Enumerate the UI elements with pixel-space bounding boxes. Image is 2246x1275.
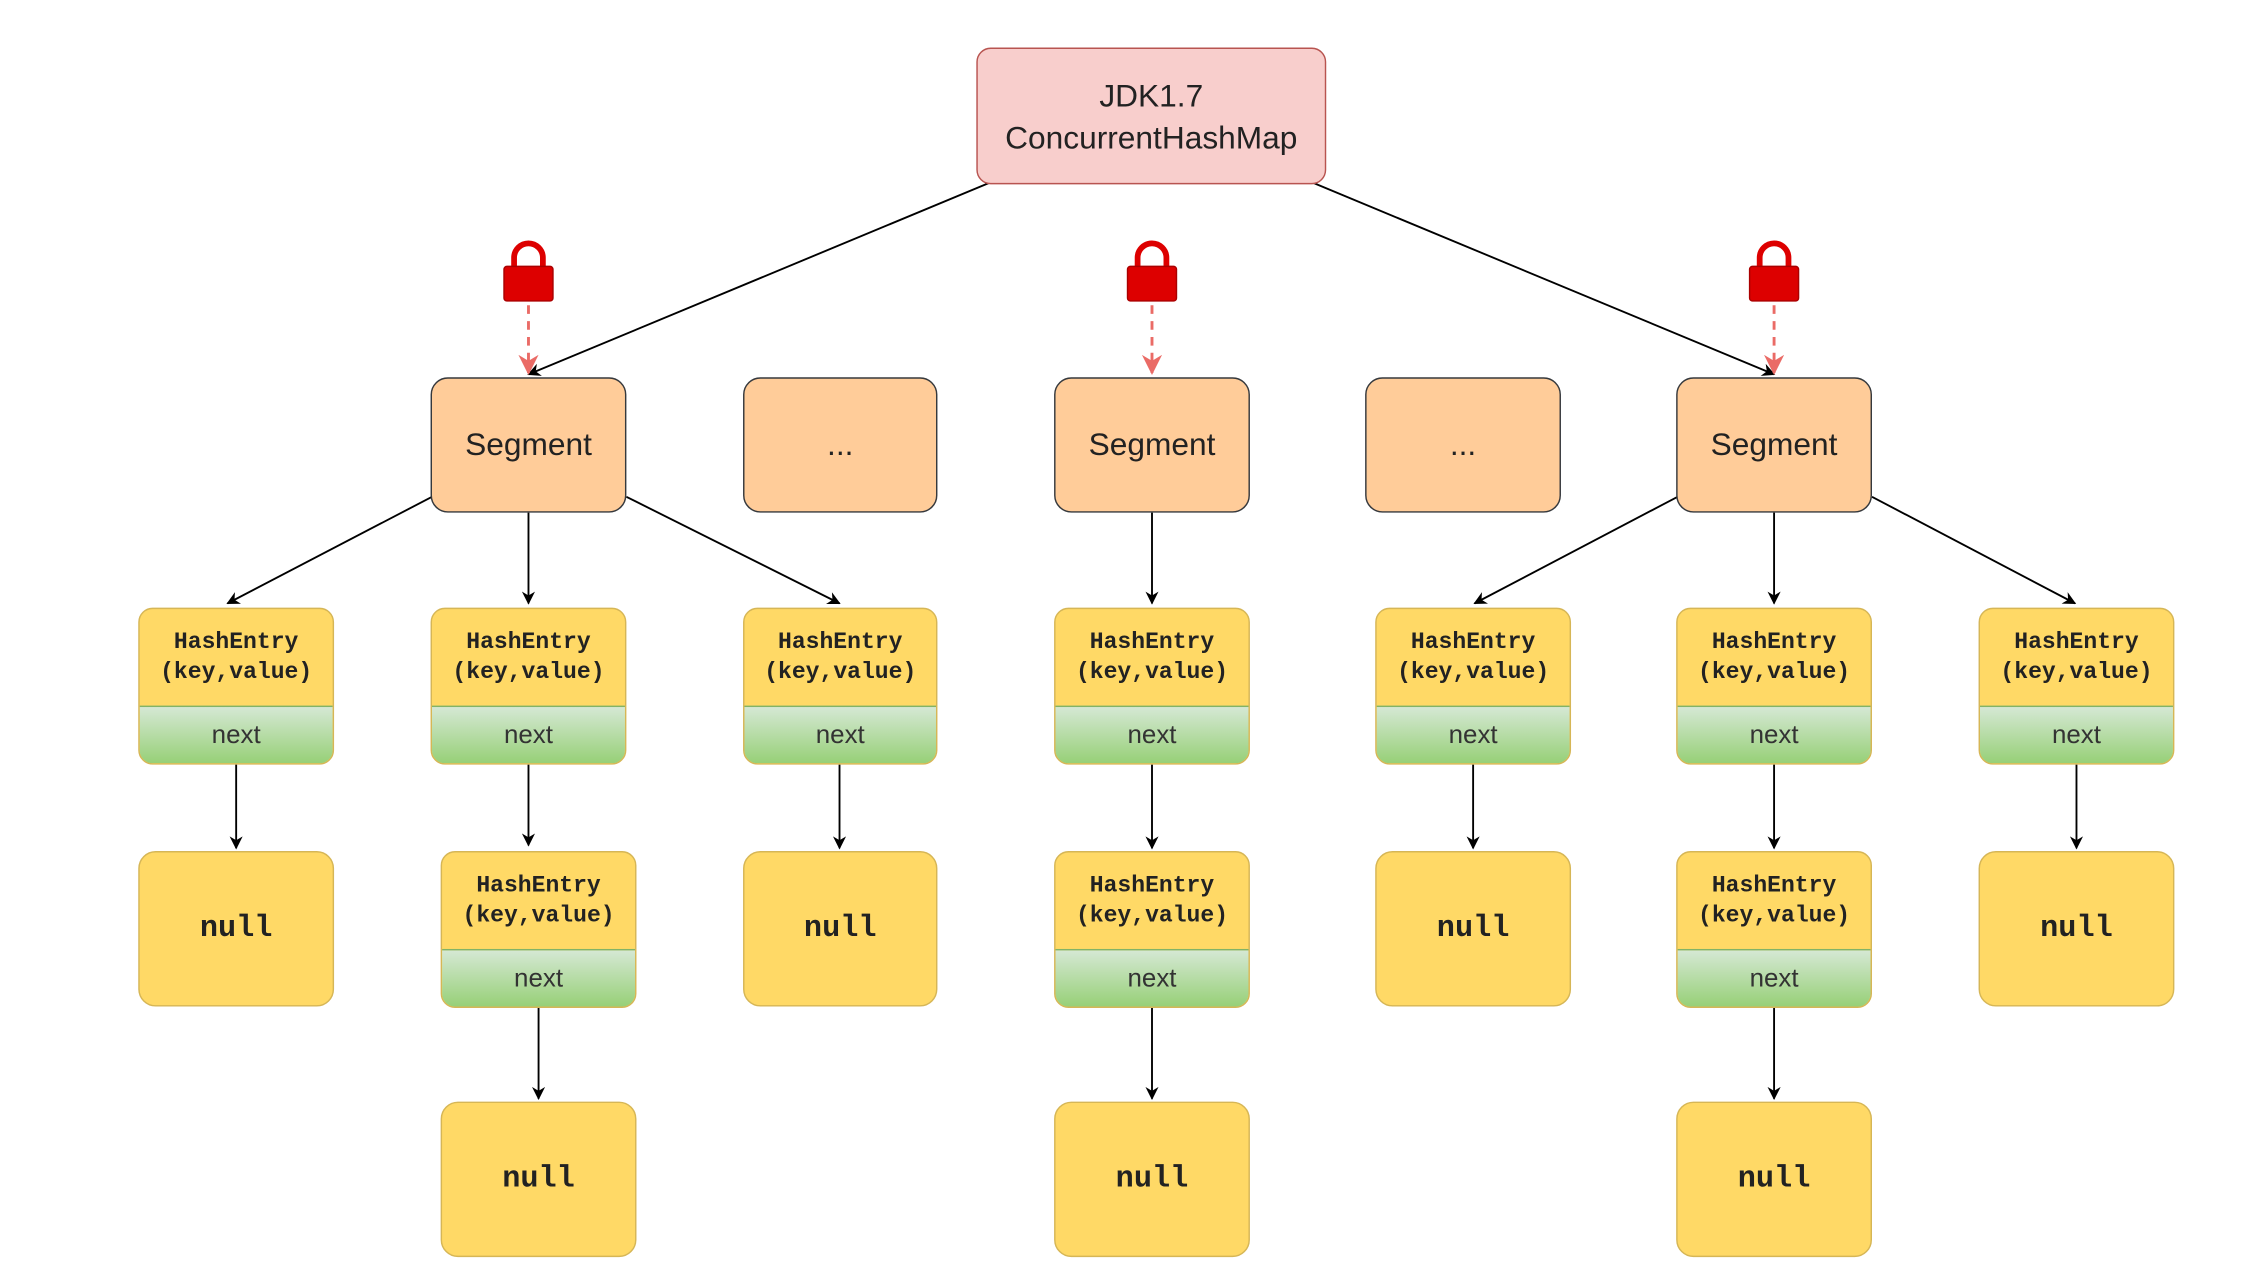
hashentry-title: HashEntry — [1410, 628, 1536, 655]
hashentry-node: HashEntry (key,value) next — [138, 607, 335, 765]
edge-seg1-entry-3 — [625, 495, 841, 605]
hashentry-key-value: (key,value) — [452, 658, 605, 685]
hashentry-next: next — [1055, 705, 1249, 764]
hashentry-next: next — [139, 705, 333, 764]
null-node: null — [743, 851, 938, 1007]
hashentry-key-value: (key,value) — [160, 658, 313, 685]
hashentry-key-value: (key,value) — [2000, 658, 2153, 685]
lock-icon — [1748, 240, 1800, 302]
edge-seg3-entry-5 — [1473, 495, 1679, 605]
hashentry-next: next — [442, 948, 636, 1007]
hashentry-key-value: (key,value) — [1075, 902, 1229, 929]
null-node: null — [1054, 1101, 1250, 1258]
hashentry-node: HashEntry (key,value) next — [1054, 851, 1250, 1009]
hashentry-kv: HashEntry (key,value) — [1678, 609, 1871, 705]
hashentry-next: next — [1980, 705, 2173, 764]
hashentry-key-value: (key,value) — [1698, 658, 1851, 685]
edge-root-segment-3 — [1312, 182, 1776, 376]
hashentry-node: HashEntry (key,value) next — [1054, 607, 1250, 765]
edge-seg1-entry-1 — [226, 495, 433, 605]
hashentry-node: HashEntry (key,value) next — [743, 607, 938, 765]
root-title-line1: JDK1.7 — [1099, 77, 1204, 114]
hashentry-next: next — [1677, 705, 1871, 764]
null-node: null — [1676, 1101, 1873, 1258]
lock-icon — [503, 240, 554, 302]
segment-node: Segment — [1054, 377, 1250, 513]
hashentry-next: next — [1376, 705, 1570, 764]
hashentry-node: HashEntry (key,value) next — [440, 851, 637, 1009]
hashentry-next: next — [744, 705, 937, 764]
hashentry-key-value: (key,value) — [1075, 658, 1229, 685]
hashentry-next: next — [1055, 948, 1249, 1007]
hashentry-kv: HashEntry (key,value) — [140, 609, 333, 705]
hashentry-kv: HashEntry (key,value) — [442, 852, 635, 948]
hashentry-kv: HashEntry (key,value) — [1678, 852, 1871, 948]
hashentry-title: HashEntry — [1089, 871, 1215, 898]
hashentry-key-value: (key,value) — [1698, 902, 1851, 929]
hashentry-title: HashEntry — [466, 628, 591, 655]
hashentry-next: next — [432, 705, 625, 764]
hashentry-node: HashEntry (key,value) next — [1676, 851, 1873, 1009]
hashentry-title: HashEntry — [1711, 871, 1837, 898]
hashentry-key-value: (key,value) — [1397, 658, 1550, 685]
root-concurrenthashmap: JDK1.7 ConcurrentHashMap — [976, 47, 1327, 185]
root-title-line2: ConcurrentHashMap — [1005, 118, 1298, 155]
hashentry-node: HashEntry (key,value) next — [1375, 607, 1572, 765]
hashentry-kv: HashEntry (key,value) — [1056, 609, 1249, 705]
edge-seg3-entry-7 — [1871, 495, 2077, 605]
null-node: null — [440, 1101, 637, 1258]
segment-node: Segment — [1676, 377, 1873, 513]
hashentry-title: HashEntry — [778, 628, 903, 655]
hashentry-key-value: (key,value) — [462, 902, 615, 929]
hashentry-kv: HashEntry (key,value) — [1980, 609, 2173, 705]
hashentry-key-value: (key,value) — [764, 658, 917, 685]
edge-root-segment-1 — [527, 182, 990, 376]
lock-icon — [1126, 240, 1178, 302]
hashentry-kv: HashEntry (key,value) — [1377, 609, 1570, 705]
null-node: null — [1375, 851, 1572, 1007]
hashentry-kv: HashEntry (key,value) — [1056, 852, 1249, 948]
hashentry-title: HashEntry — [1089, 628, 1215, 655]
hashentry-kv: HashEntry (key,value) — [432, 609, 625, 705]
null-node: null — [1978, 851, 2175, 1007]
segment-ellipsis: ... — [1365, 377, 1561, 513]
segment-ellipsis: ... — [743, 377, 938, 513]
hashentry-title: HashEntry — [173, 628, 299, 655]
hashentry-title: HashEntry — [2014, 628, 2139, 655]
null-node: null — [138, 851, 335, 1007]
hashentry-next: next — [1677, 948, 1871, 1007]
hashentry-title: HashEntry — [1711, 628, 1837, 655]
hashentry-node: HashEntry (key,value) next — [1676, 607, 1873, 765]
hashentry-title: HashEntry — [476, 871, 601, 898]
hashentry-kv: HashEntry (key,value) — [744, 609, 936, 705]
hashentry-node: HashEntry (key,value) next — [430, 607, 627, 765]
segment-node: Segment — [430, 377, 627, 513]
hashentry-node: HashEntry (key,value) next — [1978, 607, 2175, 765]
